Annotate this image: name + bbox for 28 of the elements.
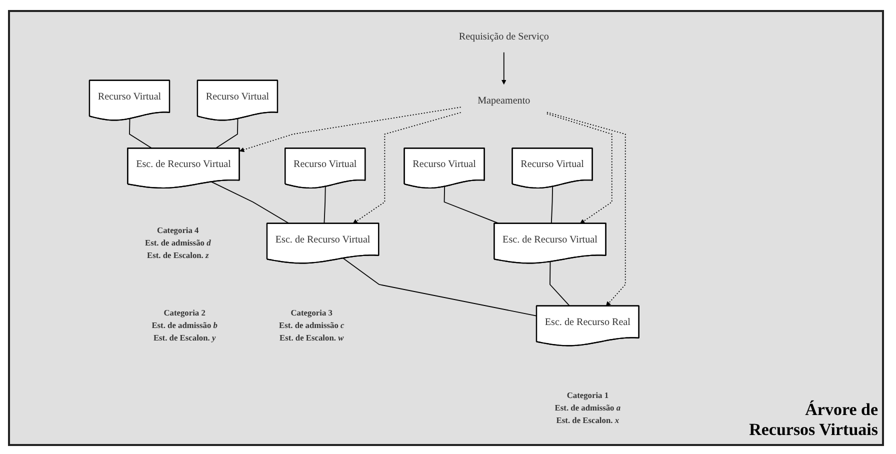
connector <box>444 186 500 224</box>
node-label: Categoria 3 <box>290 308 332 318</box>
connector <box>211 182 290 224</box>
connector <box>549 261 570 307</box>
node-label: Est. de admissão d <box>144 238 211 248</box>
connector <box>214 118 238 149</box>
connector <box>324 186 326 224</box>
node-label: Est. de admissão c <box>278 321 344 330</box>
arrow <box>501 52 506 85</box>
node-label: Est. de Escalon. y <box>153 334 216 343</box>
node-label: Est. de Escalon. x <box>556 416 619 426</box>
diagram-title-label: Árvore de Recursos Virtuais <box>748 400 878 440</box>
connector <box>342 258 538 316</box>
arrow <box>239 106 462 152</box>
node-label: Categoria 1 <box>566 391 608 400</box>
node-text: Mapeamento <box>477 94 530 106</box>
arrow <box>546 113 612 224</box>
connector <box>128 118 152 149</box>
node-label: Est. de Escalon. z <box>146 251 209 260</box>
node-text: Requisição de Serviço <box>458 30 549 42</box>
node-label: Est. de Escalon. w <box>279 334 344 343</box>
arrow <box>546 112 626 306</box>
node-label: Categoria 4 <box>156 226 199 235</box>
connector <box>550 186 553 224</box>
node-label: Categoria 2 <box>164 308 206 318</box>
arrow <box>352 112 462 224</box>
node-label: Est. de admissão b <box>152 321 218 330</box>
node-label: Est. de admissão a <box>554 404 620 413</box>
